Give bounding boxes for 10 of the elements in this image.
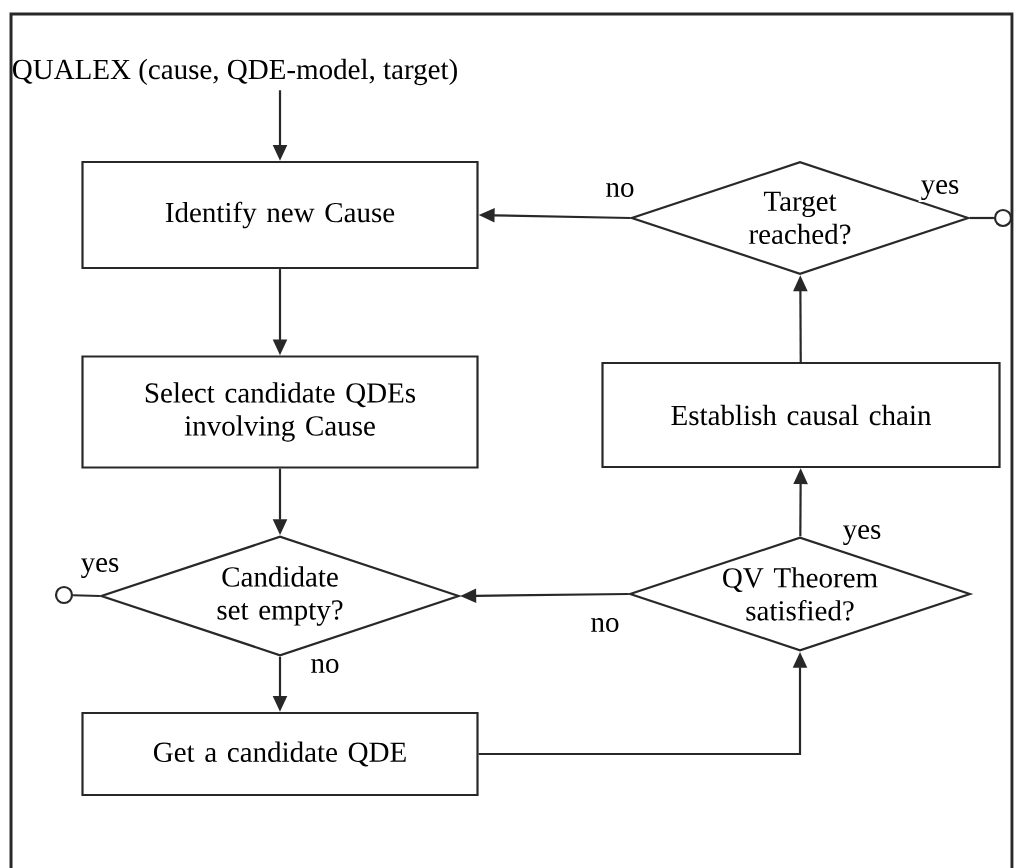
edge-label: no <box>308 657 342 675</box>
terminal-circle <box>993 208 1013 228</box>
process-box: Get a candidate QDE <box>81 711 479 797</box>
start-label: QUALEX (cause, QDE-model, target) <box>13 58 457 86</box>
terminal-circle <box>54 585 74 605</box>
process-box: Establish causal chain <box>601 361 1001 469</box>
edge-label: yes <box>918 178 962 202</box>
process-box: Select candidate QDEs involving Cause <box>81 355 479 469</box>
process-box: Identify new Cause <box>81 160 479 270</box>
edge-label: no <box>588 616 622 634</box>
